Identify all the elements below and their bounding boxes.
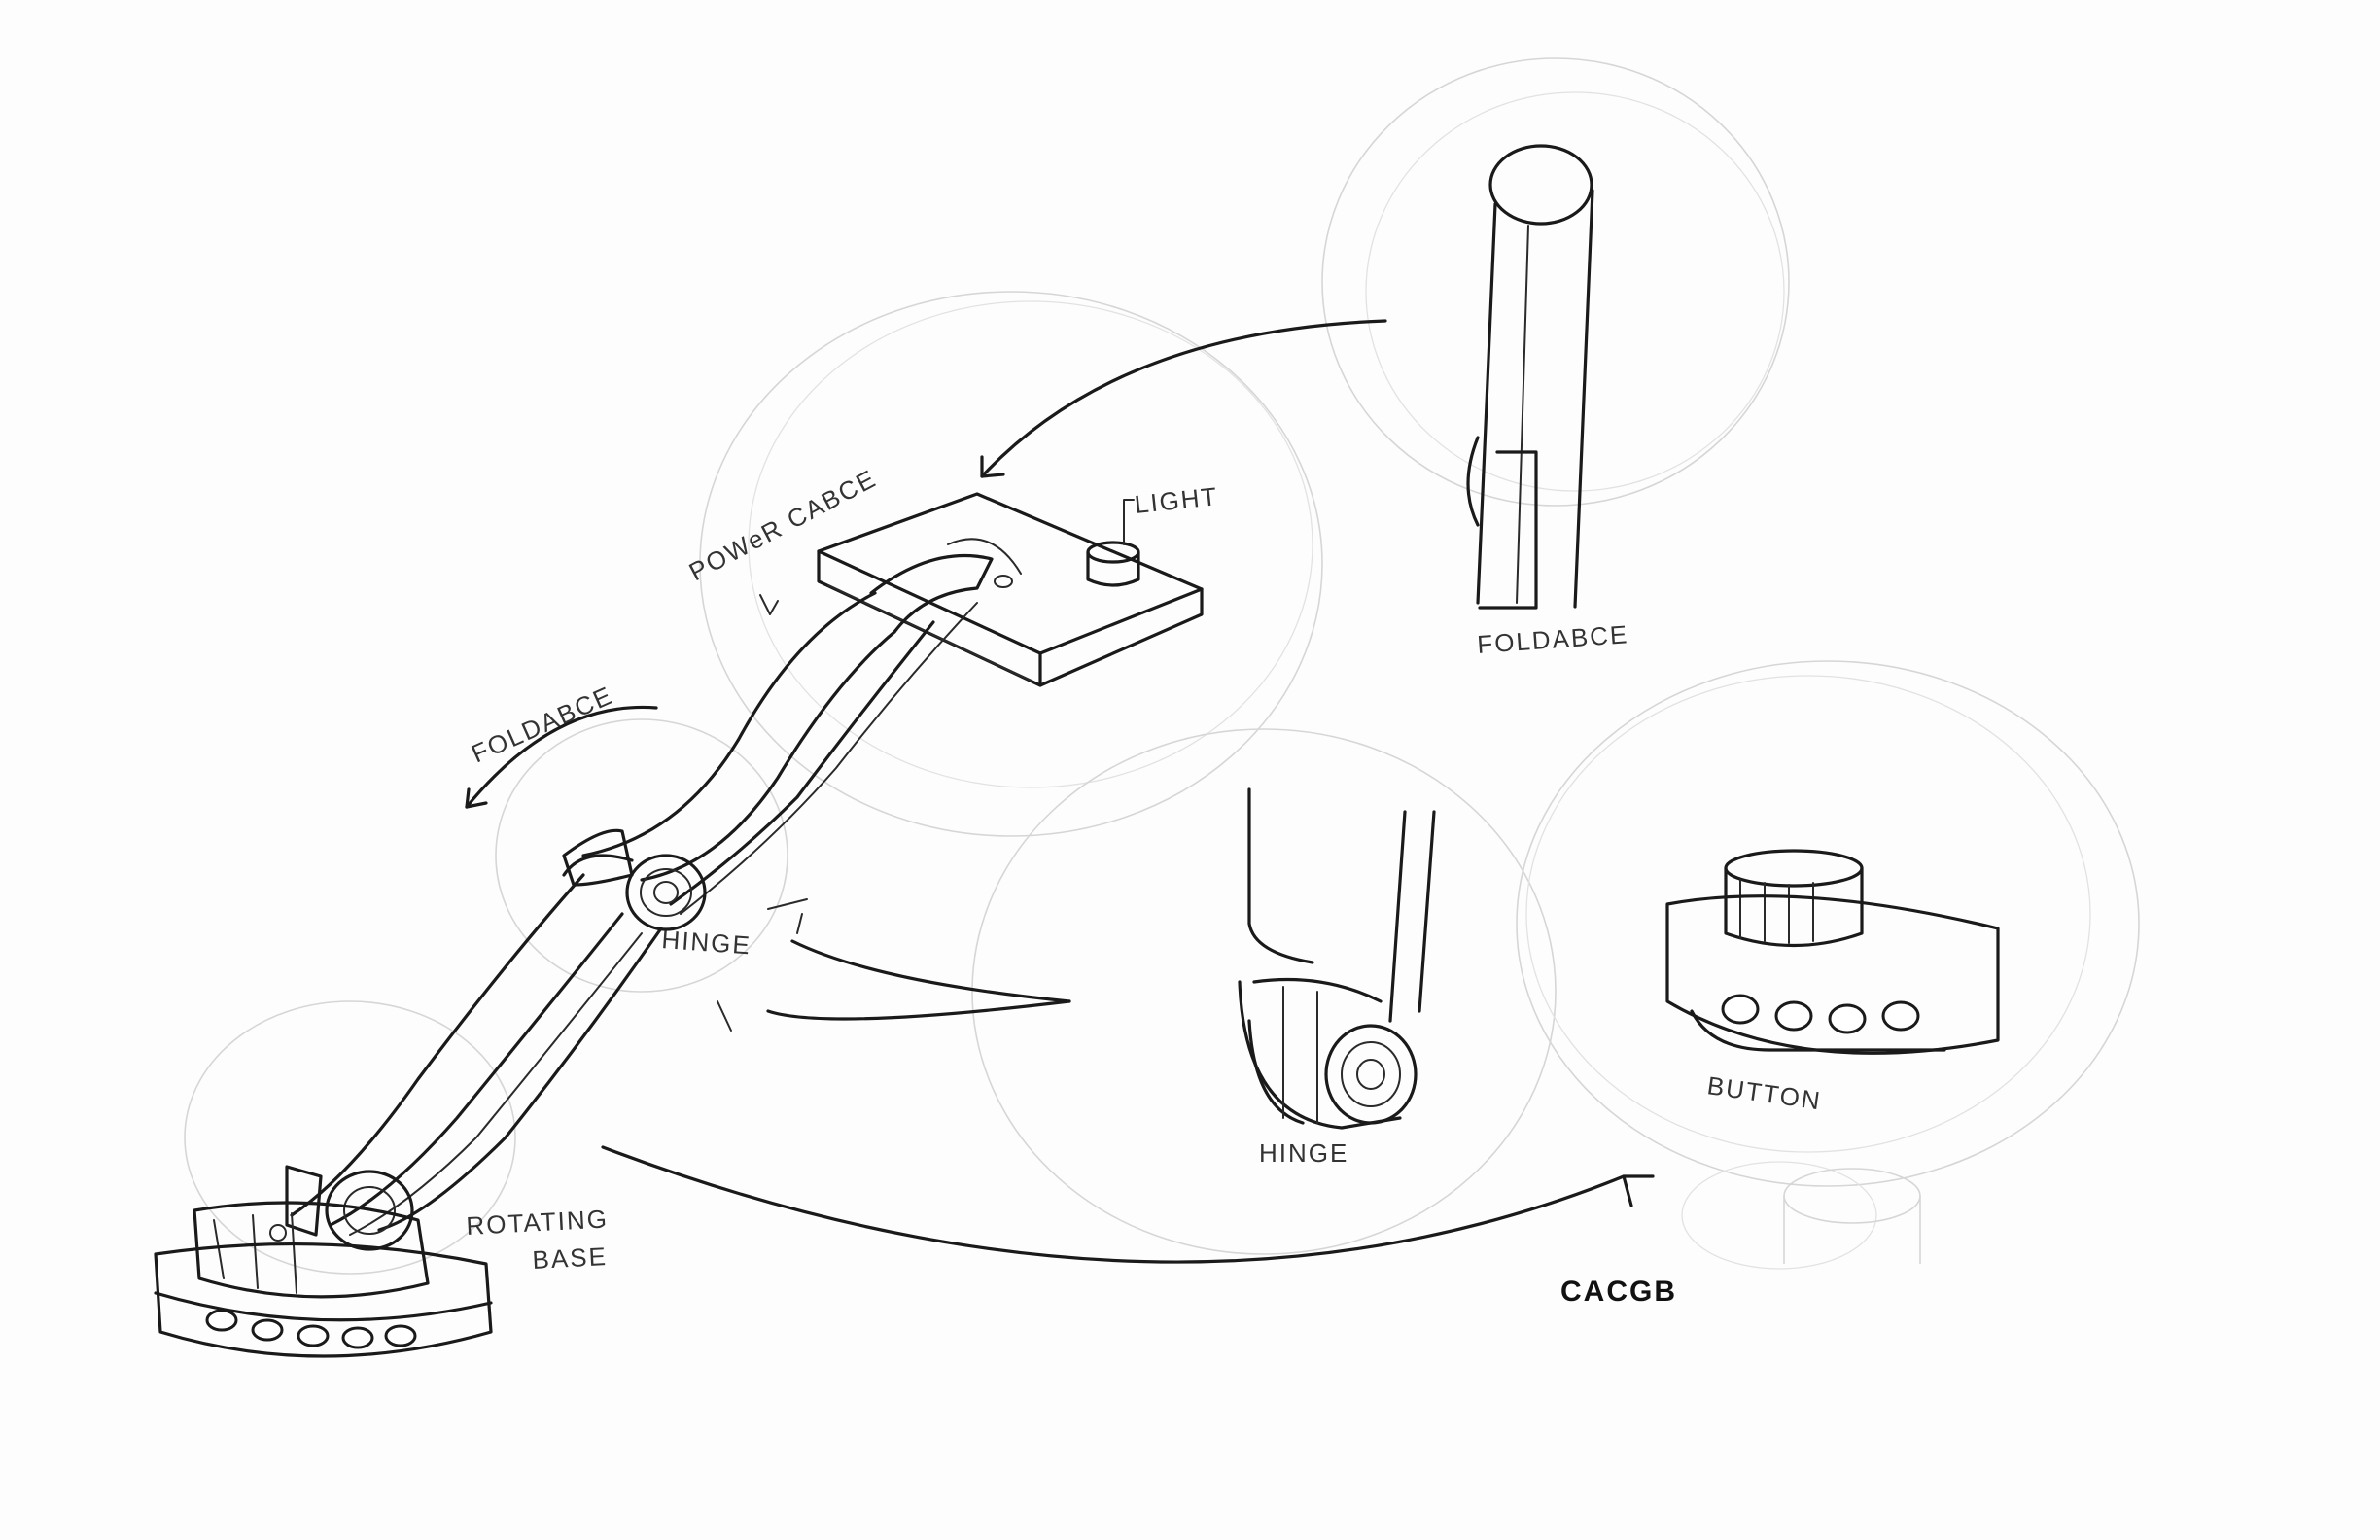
- hinge-left: [562, 854, 707, 931]
- label-hinge-left: HINGE: [661, 925, 752, 960]
- button-detail: [1665, 849, 2000, 1055]
- rotating-base: [154, 1201, 493, 1358]
- ghost-base: [1783, 1168, 1921, 1264]
- label-rotating: ROTATING: [466, 1204, 610, 1241]
- upper-arm: [562, 591, 978, 915]
- label-light: LIGHT: [1133, 481, 1219, 519]
- label-hinge-right: HINGE: [1259, 1138, 1348, 1168]
- lamp-head: [817, 492, 1204, 687]
- lower-arm: [290, 873, 663, 1236]
- label-base: BASE: [532, 1242, 609, 1275]
- foldable-detail: [1466, 144, 1594, 610]
- signature: CACGB: [1560, 1276, 1677, 1308]
- construction-circles: [184, 57, 2140, 1275]
- base-joint: [269, 1165, 414, 1251]
- hinge-detail: [1238, 788, 1436, 1130]
- label-button: BUTTON: [1705, 1070, 1823, 1115]
- annotation-arrows: [465, 319, 1655, 1264]
- label-foldable-right: FOLDABCE: [1476, 619, 1629, 659]
